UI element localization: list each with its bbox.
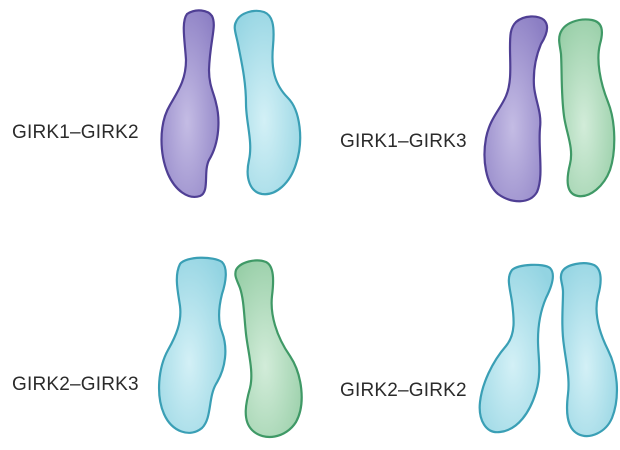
subunit-right-girk2 bbox=[561, 263, 617, 436]
dimer-label-girk2-girk2: GIRK2–GIRK2 bbox=[340, 380, 467, 402]
dimer-label-girk1-girk2: GIRK1–GIRK2 bbox=[12, 122, 139, 144]
subunit-right-girk2 bbox=[235, 11, 300, 194]
dimer-girk2-girk3 bbox=[159, 258, 302, 437]
dimer-girk2-girk2 bbox=[480, 263, 617, 436]
dimer-girk1-girk2 bbox=[162, 10, 301, 197]
dimer-label-girk2-girk3: GIRK2–GIRK3 bbox=[12, 374, 139, 396]
dimer-label-girk1-girk3: GIRK1–GIRK3 bbox=[340, 131, 467, 153]
dimer-girk1-girk3 bbox=[485, 16, 615, 201]
subunit-right-girk3 bbox=[559, 20, 614, 197]
subunit-left-girk1 bbox=[162, 10, 219, 197]
subunit-left-girk1 bbox=[485, 16, 548, 201]
subunit-left-girk2 bbox=[159, 258, 226, 433]
subunit-right-girk3 bbox=[235, 260, 301, 437]
subunit-left-girk2 bbox=[480, 265, 553, 432]
